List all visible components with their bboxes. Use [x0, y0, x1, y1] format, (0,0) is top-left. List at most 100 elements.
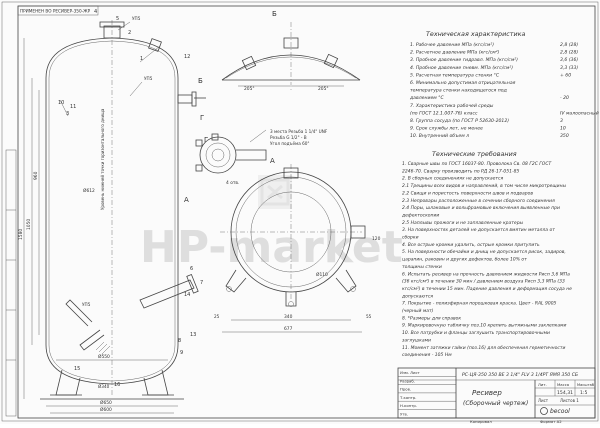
req-line: 7. Покрытие - полиэфирная порошковая кра… [402, 301, 557, 307]
pipe-note-line1: 3 места Резьба 1 1/4" UNF [270, 129, 328, 134]
callout-9: 9 [180, 350, 183, 356]
dim-205-a: 205° [244, 86, 255, 92]
tech-row-label: (по ГОСТ 12.1.007-76) класс [410, 110, 478, 116]
tech-row-value: 350 [560, 133, 569, 139]
req-line: 2.4 Поры, шлаковые и вольфрамовые включе… [402, 205, 560, 211]
req-line: сборки [402, 235, 419, 241]
pipe-note: 3 места Резьба 1 1/4" UNF Резьба G 1/2" … [249, 129, 328, 146]
tech-title: Техническая характеристика [426, 30, 525, 38]
req-line: 11. Момент затяжки гайки (поз.16) для об… [402, 345, 565, 351]
req-line: 2.3 Непровары расположенные в сечении сб… [402, 198, 555, 204]
req-line: 4. Все острые кромки удалить, острые кро… [402, 242, 540, 248]
tech-characteristics: Техническая характеристика 1. Рабочее да… [409, 30, 599, 139]
req-line: соединения - 105 Нм [402, 352, 452, 358]
lit-label: Лит. [538, 382, 547, 387]
req-line: 8. *Размеры для справок [402, 315, 461, 321]
req-title: Технические требования [432, 150, 517, 158]
req-line: толщины стенки [402, 265, 442, 270]
watermark-logo [258, 175, 292, 209]
tech-row-label: 5. Расчетная температура стенки °С [410, 72, 500, 78]
req-line: 2.1 Трещины всех видов и направлений, в … [402, 183, 567, 189]
req-line: 5. На поверхности обечайки и днищ не доп… [402, 249, 566, 255]
dim-d650: Ø650 [100, 399, 112, 406]
tech-row-value: + 60 [560, 72, 571, 78]
scale-value: 1:5 [580, 390, 587, 396]
req-line: кгс/см²) в течении 15 мин. Падение давле… [402, 286, 572, 292]
dim-205-b: 205° [318, 86, 329, 92]
callout-12: 12 [184, 54, 190, 60]
callout-2: 2 [128, 30, 131, 36]
title-name: Ресивер [472, 389, 502, 397]
inner-frame [17, 5, 596, 419]
dim-1580: 1580 [18, 229, 24, 240]
view-a: А 4 отв. Ø110 120 340 677 25 55 [214, 157, 381, 333]
tech-row-label: 4. Пробное давление пневм. МПа (кгс/см²) [410, 65, 513, 71]
role-row-label: Утв. [400, 412, 408, 417]
mass-value: 154,31 [557, 390, 573, 396]
req-line: 10. Все патрубки и фланцы заглушить тран… [402, 330, 550, 336]
req-line: 2.5 Наплывы прожоги и не заплавленные кр… [402, 220, 524, 226]
view-g: Г [195, 133, 267, 174]
req-line: 1. Сварные швы по ГОСТ 16037-80. Проволо… [402, 161, 552, 167]
role-row-label: Т.контр. [399, 395, 416, 400]
dim-d550: Ø550 [98, 353, 110, 360]
vertical-dims: 1580 1050 960 [18, 38, 40, 399]
req-line: дефектоскопии [401, 212, 439, 218]
role-row-label: Изм. Лист [400, 370, 421, 375]
tech-row-label: давлением °С [409, 95, 444, 101]
tech-row-value: - 20 [560, 95, 569, 101]
bottom-dims: Ø550 Ø650 Ø600 Ø612 Ø340 [46, 187, 178, 414]
sheet-label: Лист [538, 398, 549, 403]
req-line: царапин, раковин и других дефектов, боле… [402, 257, 527, 263]
vessel-side-view: Уровень нижней точки горизонтального дни… [40, 20, 199, 400]
role-row-label: Разраб. [400, 378, 415, 383]
callout-11: 11 [70, 104, 76, 110]
dim-120: 120 [372, 236, 381, 242]
binding-strip [5, 149, 17, 417]
section-label-g: Г [200, 114, 204, 122]
axis-note: Уровень нижней точки горизонтального дни… [100, 108, 105, 210]
callout-16: 16 [114, 382, 120, 388]
company-name: becool [550, 408, 570, 415]
company-logo-icon [540, 407, 548, 415]
dim-340: 340 [284, 314, 293, 320]
tech-row-label: 1. Рабочее давление МПа (кгс/см²) [410, 42, 494, 48]
callout-15: 15 [74, 366, 80, 372]
callout-10: 10 [58, 100, 64, 106]
tech-row-value: 3,3 (33) [560, 65, 578, 71]
dim-d110: Ø110 [316, 271, 328, 278]
tech-row-label: температура стенки находящегося под [410, 89, 507, 94]
sheets-label: Листов 1 [560, 398, 579, 403]
doc-code: РС-ЦЯ-350 350 ВЕ 3 1/4" FLV 3 1/4РТ ЯМЯ … [462, 372, 578, 378]
tech-row-value: 2,8 (28) [560, 50, 578, 56]
dim-d612: Ø612 [83, 187, 95, 194]
scale-label: Масштаб [577, 383, 595, 387]
dim-677: 677 [284, 326, 293, 332]
callout-13: 13 [190, 332, 196, 338]
tech-requirements: Технические требования 1. Сварные швы по… [401, 150, 572, 358]
top-stamp: ПРИМЕНЕН ВО РЕСИВЕР-350-ЖР [20, 9, 91, 14]
req-line: допускаются [401, 294, 433, 299]
tech-row-label: 3. Пробное давление гидравл. МПа (кгс/см… [410, 57, 518, 63]
req-line: 2. В сборных соединениях не допускается [402, 176, 504, 182]
format-label: Формат А2 [540, 419, 562, 424]
tech-row-label: 6. Минимально допустимая отрицательная [410, 80, 516, 86]
view-b-label: Б [272, 10, 277, 18]
req-line: заглушками [402, 338, 431, 343]
weld-mark-1: УП5 [132, 16, 141, 21]
role-row-label: Н.контр. [400, 403, 417, 408]
section-label-a: А [184, 196, 189, 204]
callout-1: 1 [140, 56, 143, 62]
section-label-b: Б [198, 77, 203, 85]
tech-row-value: IV малоопасный [560, 110, 599, 116]
callout-14: 14 [184, 292, 190, 298]
tech-row-value: 3,6 (36) [560, 57, 578, 63]
callout-7: 7 [200, 280, 203, 286]
dim-d340: Ø340 [98, 384, 110, 389]
pipe-note-line3: Угол подъёма 60° [270, 141, 310, 146]
tech-row-value: 2,8 (28) [560, 42, 578, 48]
title-subname: (Сборочный чертеж) [463, 400, 528, 407]
req-line: 2.2 Свищи и пористость поверхности швов … [402, 190, 533, 196]
